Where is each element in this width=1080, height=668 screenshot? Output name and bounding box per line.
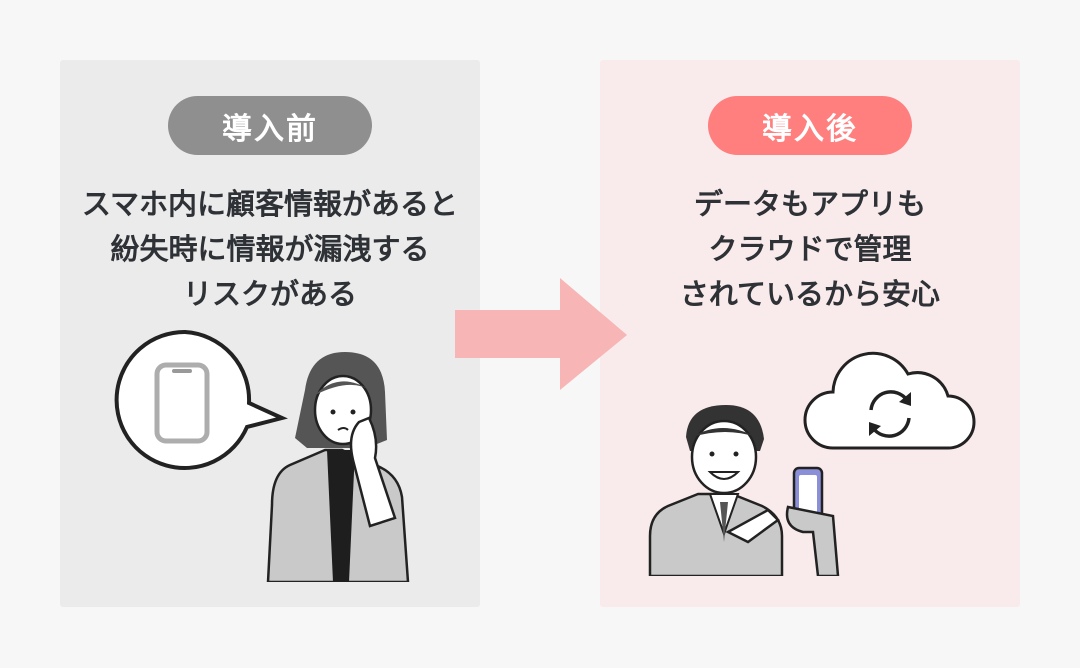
- before-line: リスクがある: [182, 277, 357, 311]
- cloud-sync-icon: [803, 351, 976, 450]
- after-label: 導入後: [708, 96, 912, 155]
- before-label: 導入前: [168, 96, 372, 155]
- before-line: スマホ内に顧客情報があると: [81, 187, 459, 221]
- man-with-smartphone-illustration: [648, 405, 840, 576]
- before-message: スマホ内に顧客情報があると 紛失時に情報が漏洩する リスクがある: [60, 182, 480, 317]
- before-panel: 導入前 スマホ内に顧客情報があると 紛失時に情報が漏洩する リスクがある: [60, 60, 480, 607]
- after-line: データもアプリも: [693, 187, 926, 221]
- speech-bubble-phone-icon: [114, 329, 288, 470]
- after-line: クラウドで管理: [708, 232, 912, 266]
- after-message: データもアプリも クラウドで管理 されているから安心: [600, 182, 1020, 317]
- arrow-right-icon: [455, 278, 627, 390]
- before-line: 紛失時に情報が漏洩する: [110, 232, 430, 266]
- worried-woman-illustration: [266, 352, 410, 582]
- after-line: されているから安心: [679, 277, 941, 311]
